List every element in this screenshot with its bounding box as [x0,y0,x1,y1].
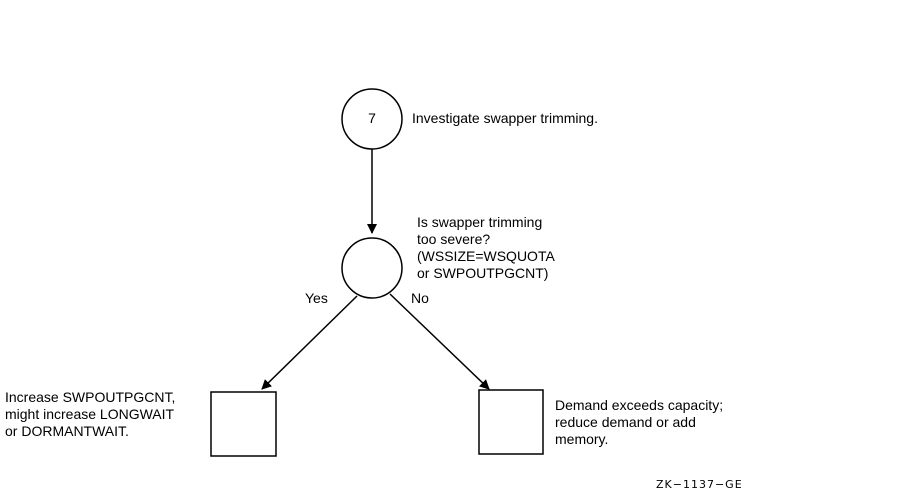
no-label: No [411,290,429,306]
step-label: Investigate swapper trimming. [412,110,598,126]
yes-label: Yes [305,290,328,306]
step-number: 7 [368,110,376,126]
yes-branch-arrow [261,295,358,390]
no-branch-arrow [389,293,490,390]
figure-id: ZK−1137−GE [656,478,743,491]
decision-circle [341,237,403,299]
yes-outcome-box [210,391,277,457]
decision-question: Is swapper trimming too severe? (WSSIZE=… [417,214,555,281]
no-outcome-box [478,389,544,455]
yes-outcome-text: Increase SWPOUTPGCNT, might increase LON… [5,389,176,439]
no-outcome-text: Demand exceeds capacity; reduce demand o… [555,397,724,447]
